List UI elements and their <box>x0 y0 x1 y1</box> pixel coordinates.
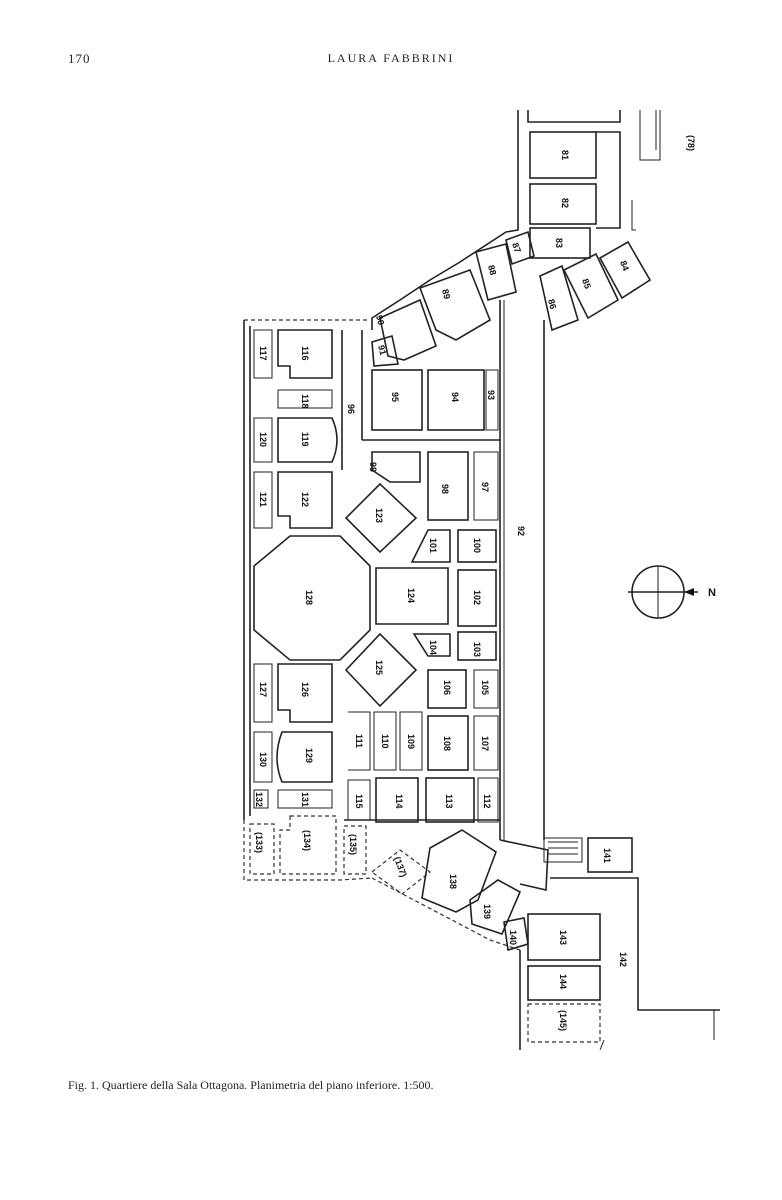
room-label-115: 115 <box>354 794 364 809</box>
room-label-109: 109 <box>406 734 416 749</box>
room-label-84: 84 <box>618 259 631 272</box>
north-label: N <box>708 587 716 599</box>
room-label-87: 87 <box>510 241 523 254</box>
room-label-106: 106 <box>442 680 452 695</box>
room-label-86: 86 <box>546 298 558 310</box>
room-label-107: 107 <box>480 736 490 751</box>
room-label-128: 128 <box>304 590 314 605</box>
room-label-81: 81 <box>560 150 570 160</box>
room-label-114: 114 <box>394 794 404 809</box>
room-label-90: 90 <box>374 314 386 326</box>
room-label-141: 141 <box>602 848 612 863</box>
figure-caption: Fig. 1. Quartiere della Sala Ottagona. P… <box>68 1078 434 1092</box>
room-label-93: 93 <box>486 390 496 400</box>
room-label-125: 125 <box>374 660 384 675</box>
room-label-138: 138 <box>448 874 458 889</box>
wall-outlines-ne <box>371 110 661 367</box>
room-label-95: 95 <box>390 392 400 402</box>
north-arrow-icon: N <box>628 565 716 619</box>
room-label-121: 121 <box>258 492 268 507</box>
room-label-116: 116 <box>300 346 310 361</box>
room-label-111: 111 <box>354 734 364 748</box>
room-label-145: (145) <box>558 1010 568 1031</box>
room-label-123: 123 <box>374 508 384 523</box>
room-label-88: 88 <box>486 264 498 276</box>
room-label-129: 129 <box>304 748 314 763</box>
room-label-102: 102 <box>472 590 482 605</box>
room-label-118: 118 <box>300 394 310 409</box>
room-label-127: 127 <box>258 682 268 697</box>
room-label-142: 142 <box>618 952 628 967</box>
room-label-110: 110 <box>380 734 390 749</box>
room-label-85: 85 <box>580 277 593 290</box>
room-label-124: 124 <box>406 588 416 603</box>
room-label-139: 139 <box>482 904 492 919</box>
south-block-walls <box>243 815 720 1051</box>
room-label-96: 96 <box>346 404 356 414</box>
room-label-92: 92 <box>516 526 526 536</box>
room-label-143: 143 <box>558 930 568 945</box>
room-label-98: 98 <box>440 484 450 494</box>
room-label-104: 104 <box>428 640 438 655</box>
room-label-137: (137) <box>392 855 409 878</box>
room-label-140: 140 <box>508 930 518 945</box>
room-label-101: 101 <box>428 538 438 553</box>
running-head: LAURA FABBRINI <box>327 51 455 65</box>
room-label-100: 100 <box>472 538 482 553</box>
room-label-108: 108 <box>442 736 452 751</box>
room-label-112: 112 <box>482 794 492 809</box>
room-label-134: (134) <box>302 830 312 851</box>
room-label-120: 120 <box>258 432 268 447</box>
room-label-130: 130 <box>258 752 268 767</box>
room-label-78: (78) <box>686 135 696 151</box>
room-label-113: 113 <box>444 794 454 809</box>
room-label-131: 131 <box>300 792 310 807</box>
room-label-133: (133) <box>254 832 264 853</box>
room-label-126: 126 <box>300 682 310 697</box>
room-label-97: 97 <box>480 482 490 492</box>
main-block-walls <box>243 319 500 823</box>
room-label-82: 82 <box>560 198 570 208</box>
corridor-92-walls <box>499 300 545 840</box>
room-label-89: 89 <box>440 288 452 300</box>
room-label-132: 132 <box>254 792 264 807</box>
room-label-135: (135) <box>348 834 358 855</box>
room-label-99: 99 <box>368 462 378 472</box>
room-label-122: 122 <box>300 492 310 507</box>
room-label-91: 91 <box>376 344 388 356</box>
room-labels: (78) 81 82 83 84 85 86 87 88 89 90 91 92… <box>254 135 696 1031</box>
room-label-94: 94 <box>450 392 460 402</box>
room-label-83: 83 <box>554 238 564 248</box>
room-label-119: 119 <box>300 432 310 447</box>
room-label-103: 103 <box>472 642 482 657</box>
room-label-105: 105 <box>480 680 490 695</box>
page-number: 170 <box>68 51 91 66</box>
room-label-117: 117 <box>258 346 268 361</box>
room-label-144: 144 <box>558 974 568 989</box>
